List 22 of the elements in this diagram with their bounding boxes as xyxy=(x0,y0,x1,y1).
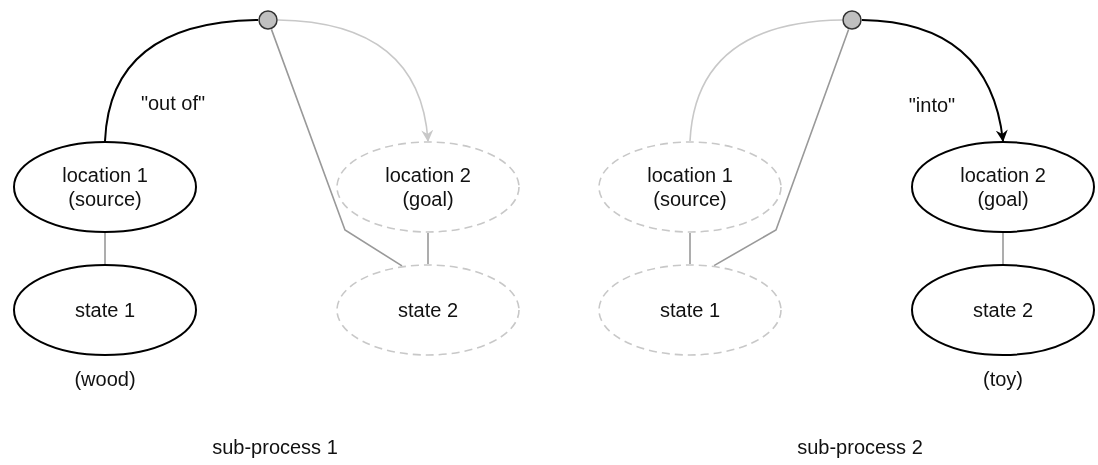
node-label: state 2 xyxy=(396,298,459,322)
connector-line xyxy=(270,28,403,267)
arrow xyxy=(861,19,1008,142)
connector-line xyxy=(1002,232,1004,265)
connector-line xyxy=(104,19,259,142)
arrow xyxy=(277,19,433,142)
node-label: location 2 (goal) xyxy=(384,163,472,211)
node-label: location 2 (goal) xyxy=(959,163,1047,211)
node-label: location 1 (source) xyxy=(646,163,734,211)
connector-line xyxy=(104,232,106,265)
node-label: state 1 xyxy=(658,298,721,322)
connector-line xyxy=(689,19,843,142)
caption: sub-process 2 xyxy=(797,436,923,459)
node-label: state 1 xyxy=(73,298,136,322)
node-caption: (wood) xyxy=(74,368,136,391)
node-label: location 1 (source) xyxy=(61,163,149,211)
node-label: state 2 xyxy=(971,298,1034,322)
connector-line xyxy=(427,232,429,265)
caption: sub-process 1 xyxy=(212,436,338,459)
connector-line xyxy=(713,28,850,267)
connector-line xyxy=(689,232,691,265)
node-caption: (toy) xyxy=(983,368,1023,391)
